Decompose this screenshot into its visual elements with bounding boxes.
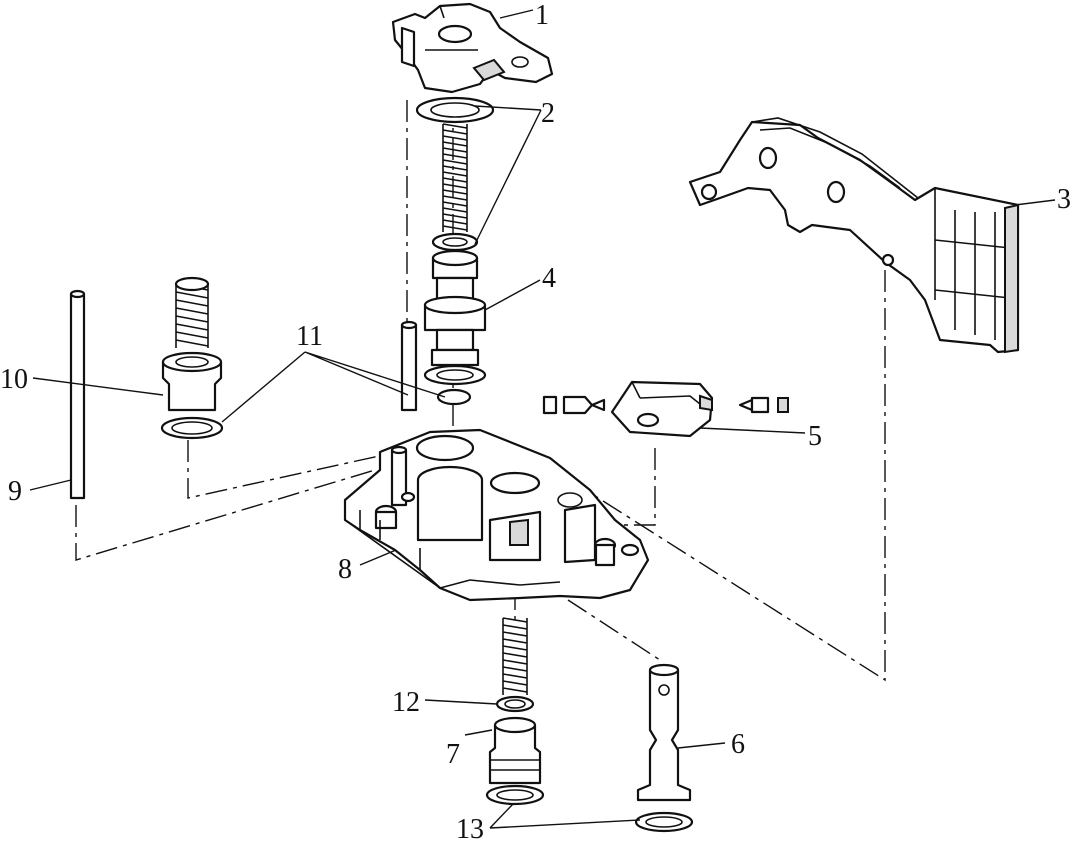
callout-11: 11 — [296, 321, 323, 352]
callout-7: 7 — [446, 739, 460, 770]
part-5-valve-block — [542, 380, 789, 438]
callout-6: 6 — [731, 729, 745, 760]
part-7-plunger-and-spring — [485, 617, 545, 806]
callout-8: 8 — [338, 554, 352, 585]
part-1-housing — [391, 2, 554, 94]
callout-10: 10 — [0, 364, 28, 395]
part-6-piston — [634, 663, 694, 833]
part-3-cover — [688, 117, 1020, 354]
callout-9: 9 — [8, 476, 22, 507]
callout-13: 13 — [456, 814, 484, 844]
part-9-rod — [69, 289, 86, 500]
part-10-plug — [160, 276, 224, 440]
part-4-valve — [423, 249, 487, 406]
spring-coils — [442, 123, 468, 232]
callout-2: 2 — [541, 98, 555, 129]
leader-lines — [29, 9, 1056, 829]
part-8-valve-body — [343, 428, 650, 602]
callout-4: 4 — [542, 263, 556, 294]
callout-1: 1 — [535, 0, 549, 31]
locating-pin — [400, 320, 418, 412]
callout-3: 3 — [1057, 184, 1071, 215]
callout-5: 5 — [808, 421, 822, 452]
part-2-spring-and-washers — [415, 96, 495, 252]
callout-12: 12 — [392, 687, 420, 718]
